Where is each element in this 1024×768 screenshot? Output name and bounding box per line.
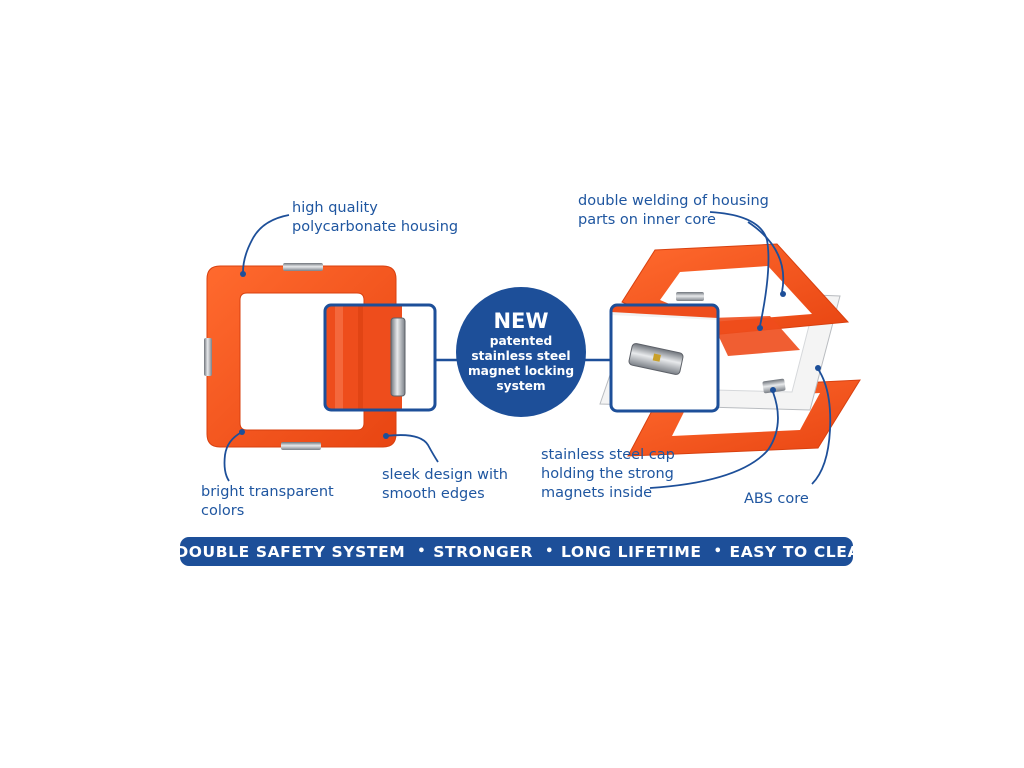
label-sleek: sleek design with smooth edges	[382, 466, 508, 504]
benefit-text: DOUBLE SAFETY SYSTEM	[175, 542, 406, 561]
sleek-leader	[385, 434, 439, 463]
benefit-text: LONG LIFETIME	[561, 542, 702, 561]
label-sleek-line-2: smooth edges	[382, 486, 485, 502]
label-welding-line-1: double welding of housing	[578, 193, 769, 209]
welding-leader-a	[709, 211, 770, 327]
label-colors-line-2: colors	[201, 503, 245, 519]
new-feature-badge: NEW patented stainless steel magnet lock…	[456, 287, 586, 417]
badge-line-3: magnet locking	[467, 364, 575, 378]
badge-line-2: stainless steel	[471, 349, 571, 363]
label-cap: stainless steel cap holding the strong m…	[541, 446, 675, 503]
welding-leader-b	[747, 221, 785, 293]
bullet-icon: •	[713, 544, 723, 559]
badge-line-4: system	[496, 379, 546, 393]
benefit-text: EASY TO CLEAN	[729, 542, 874, 561]
badge-line-1: patented	[489, 334, 553, 348]
steel-cap-zoom-box	[609, 303, 720, 413]
label-abs: ABS core	[744, 490, 809, 509]
label-abs-line-1: ABS core	[744, 491, 809, 507]
benefit-item: • STRONGER	[417, 543, 533, 561]
magnet-cap-zoom-box	[323, 303, 437, 412]
label-colors: bright transparent colors	[201, 483, 334, 521]
square-magnetic-tile	[204, 263, 397, 450]
benefit-text: STRONGER	[433, 542, 534, 561]
badge-title: NEW	[493, 309, 549, 333]
label-sleek-line-1: sleek design with	[382, 467, 508, 483]
label-welding: double welding of housing parts on inner…	[578, 192, 769, 230]
leader-lines	[223, 211, 832, 489]
benefits-bar: • DOUBLE SAFETY SYSTEM • STRONGER • LONG…	[159, 537, 873, 566]
label-cap-line-1: stainless steel cap	[541, 447, 675, 463]
housing-leader	[242, 214, 290, 273]
label-welding-line-2: parts on inner core	[578, 212, 716, 228]
label-housing-line-2: polycarbonate housing	[292, 219, 459, 235]
label-cap-line-2: holding the strong	[541, 466, 674, 482]
cap-leader	[649, 391, 779, 489]
label-cap-line-3: magnets inside	[541, 485, 653, 501]
abs-leader	[811, 368, 832, 485]
label-housing-line-1: high quality	[292, 200, 378, 216]
benefit-item: • EASY TO CLEAN	[714, 543, 874, 561]
benefit-item: • DOUBLE SAFETY SYSTEM	[159, 543, 405, 561]
label-housing: high quality polycarbonate housing	[292, 199, 458, 237]
bullet-icon: •	[545, 544, 554, 559]
bullet-icon: •	[417, 544, 427, 559]
colors-leader	[223, 431, 243, 482]
label-colors-line-1: bright transparent	[201, 484, 334, 500]
benefit-item: • LONG LIFETIME	[545, 543, 702, 561]
bullet-icon: •	[159, 544, 169, 559]
